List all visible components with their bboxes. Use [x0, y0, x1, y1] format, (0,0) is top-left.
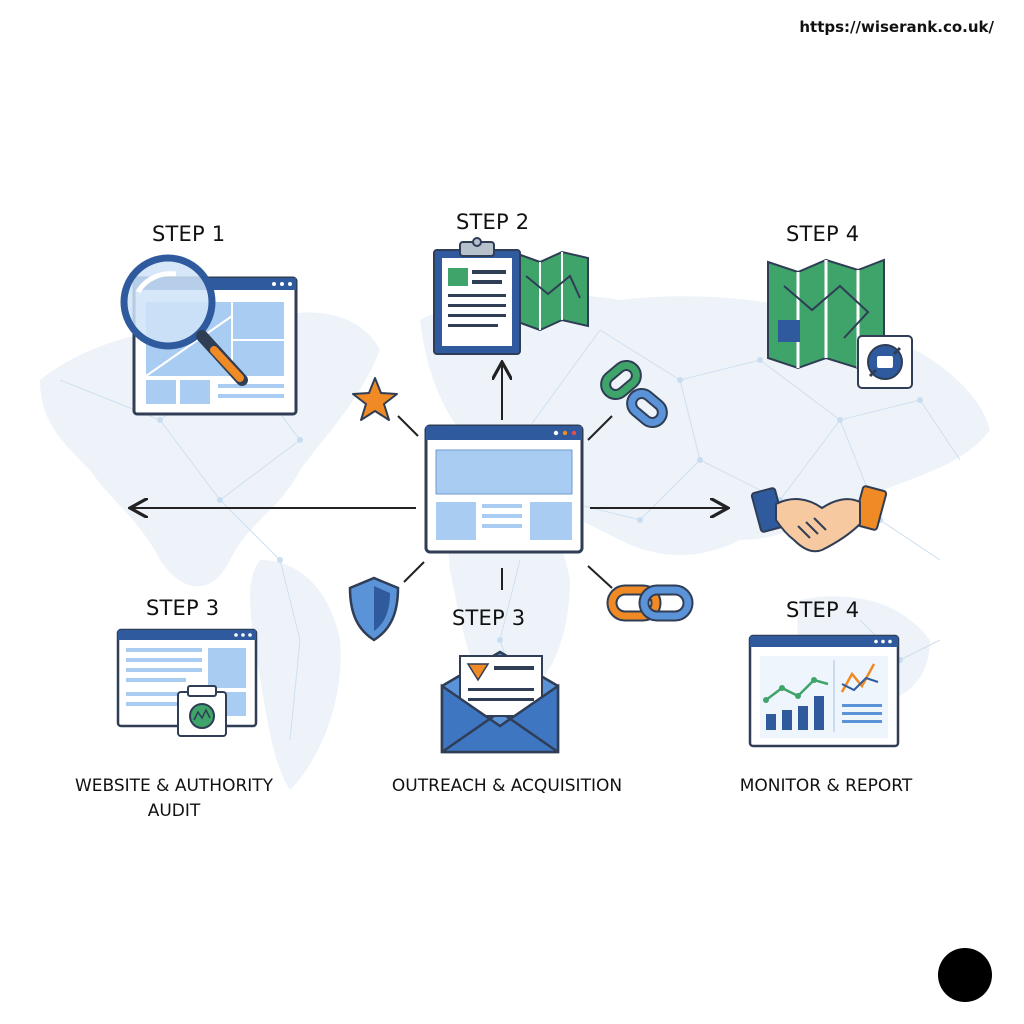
analytics-dashboard-icon: [748, 634, 900, 748]
corner-black-dot: [938, 948, 992, 1002]
connector-up-left: [397, 415, 419, 437]
connector-up-right: [587, 415, 613, 441]
step-3-center-label: STEP 3: [452, 606, 526, 630]
link-chain-orange-icon: [606, 584, 694, 622]
handshake-icon: [750, 485, 888, 553]
step-3-left-label: STEP 3: [146, 596, 220, 620]
step-4-top-label: STEP 4: [786, 222, 860, 246]
star-icon: [352, 377, 398, 421]
connector-down-left: [403, 561, 425, 583]
audit-caption-line1: WEBSITE & AUTHORITY: [74, 776, 274, 796]
central-website-icon: [424, 424, 584, 554]
clipboard-map-icon: [433, 237, 589, 355]
audit-caption: WEBSITE & AUTHORITY AUDIT: [56, 774, 292, 824]
website-audit-magnifier-icon: [120, 254, 298, 416]
shield-icon: [348, 576, 400, 642]
monitor-caption: MONITOR & REPORT: [739, 776, 913, 796]
link-chain-icon: [600, 360, 668, 428]
website-certificate-icon: [116, 628, 258, 737]
connector-down-right: [587, 565, 613, 589]
website-url: https://wiserank.co.uk/: [799, 18, 994, 36]
step-1-label: STEP 1: [152, 222, 226, 246]
step-4-bottom-label: STEP 4: [786, 598, 860, 622]
audit-caption-line2: AUDIT: [147, 801, 201, 821]
map-plug-icon: [767, 258, 913, 389]
outreach-envelope-icon: [440, 650, 560, 754]
step-2-label: STEP 2: [456, 210, 530, 234]
outreach-caption: OUTREACH & ACQUISITION: [391, 776, 623, 796]
